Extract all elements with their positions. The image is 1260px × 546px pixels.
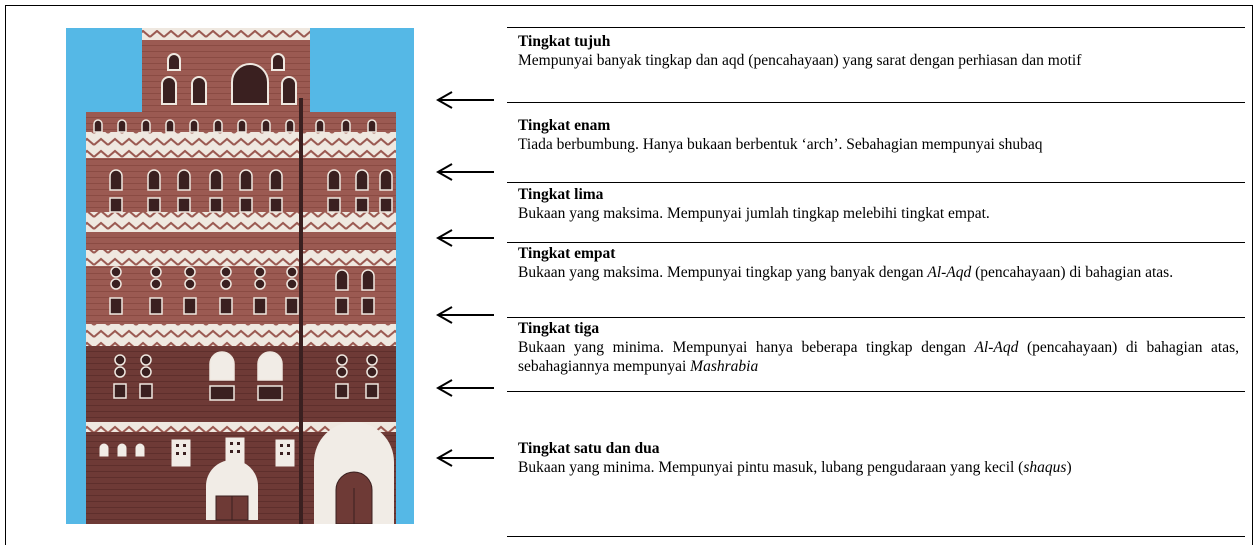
desc-run: (pencahayaan) di bahagian atas. xyxy=(971,264,1174,281)
floor-description-tiga: Tingkat tiga Bukaan yang minima. Mempuny… xyxy=(518,319,1239,376)
desc-run: Mashrabia xyxy=(690,358,759,375)
floor-title: Tingkat satu dan dua xyxy=(518,440,660,457)
divider-line xyxy=(507,182,1245,183)
floor-desc: Bukaan yang maksima. Mempunyai jumlah ti… xyxy=(518,204,1239,223)
arrow-tingkat-tujuh xyxy=(436,91,494,109)
desc-run: Tiada berbumbung. Hanya bukaan berbentuk… xyxy=(518,136,1043,153)
desc-run: Bukaan yang maksima. Mempunyai tingkap y… xyxy=(518,264,928,281)
floor-desc: Bukaan yang maksima. Mempunyai tingkap y… xyxy=(518,263,1239,282)
divider-line xyxy=(507,27,1245,28)
divider-line xyxy=(507,242,1245,243)
desc-run: Al-Aqd xyxy=(927,264,972,281)
divider-line xyxy=(507,102,1245,103)
desc-run: Bukaan yang minima. Mempunyai pintu masu… xyxy=(518,459,1024,476)
floor-desc: Bukaan yang minima. Mempunyai pintu masu… xyxy=(518,458,1239,477)
desc-run: shaqus xyxy=(1023,459,1067,476)
floor-description-empat: Tingkat empat Bukaan yang maksima. Mempu… xyxy=(518,244,1239,282)
floor-description-enam: Tingkat enam Tiada berbumbung. Hanya buk… xyxy=(518,116,1239,154)
desc-run: Al-Aqd xyxy=(974,339,1019,356)
floor-desc: Tiada berbumbung. Hanya bukaan berbentuk… xyxy=(518,135,1239,154)
floor-desc: Mempunyai banyak tingkap dan aqd (pencah… xyxy=(518,51,1239,70)
floor-title: Tingkat enam xyxy=(518,117,611,134)
desc-run: Bukaan yang maksima. Mempunyai jumlah ti… xyxy=(518,205,990,222)
arrow-tingkat-lima xyxy=(436,229,494,247)
floor-title: Tingkat tujuh xyxy=(518,33,611,50)
desc-run: (pencahayaan) di bahagian atas, sebahagi… xyxy=(518,339,1240,375)
diagram-frame xyxy=(5,5,1253,545)
floor-desc: Bukaan yang minima. Mempunyai hanya bebe… xyxy=(518,338,1239,376)
arrow-tingkat-enam xyxy=(436,163,494,181)
floor-title: Tingkat lima xyxy=(518,186,604,203)
floor-description-tujuh: Tingkat tujuh Mempunyai banyak tingkap d… xyxy=(518,32,1239,70)
floor-description-lima: Tingkat lima Bukaan yang maksima. Mempun… xyxy=(518,185,1239,223)
desc-run: Mempunyai banyak tingkap dan aqd (pencah… xyxy=(518,52,1082,69)
floor-description-satu-dua: Tingkat satu dan dua Bukaan yang minima.… xyxy=(518,439,1239,477)
divider-line xyxy=(507,536,1245,537)
tower-house-illustration xyxy=(66,28,414,524)
divider-line xyxy=(507,391,1245,392)
arrow-tingkat-tiga xyxy=(436,379,494,397)
arrow-tingkat-empat xyxy=(436,306,494,324)
desc-run: Bukaan yang minima. Mempunyai hanya bebe… xyxy=(518,339,975,356)
floor-title: Tingkat empat xyxy=(518,245,616,262)
arrow-tingkat-satu-dua xyxy=(436,449,494,467)
divider-line xyxy=(507,317,1245,318)
desc-run: ) xyxy=(1066,459,1072,476)
floor-title: Tingkat tiga xyxy=(518,320,600,337)
